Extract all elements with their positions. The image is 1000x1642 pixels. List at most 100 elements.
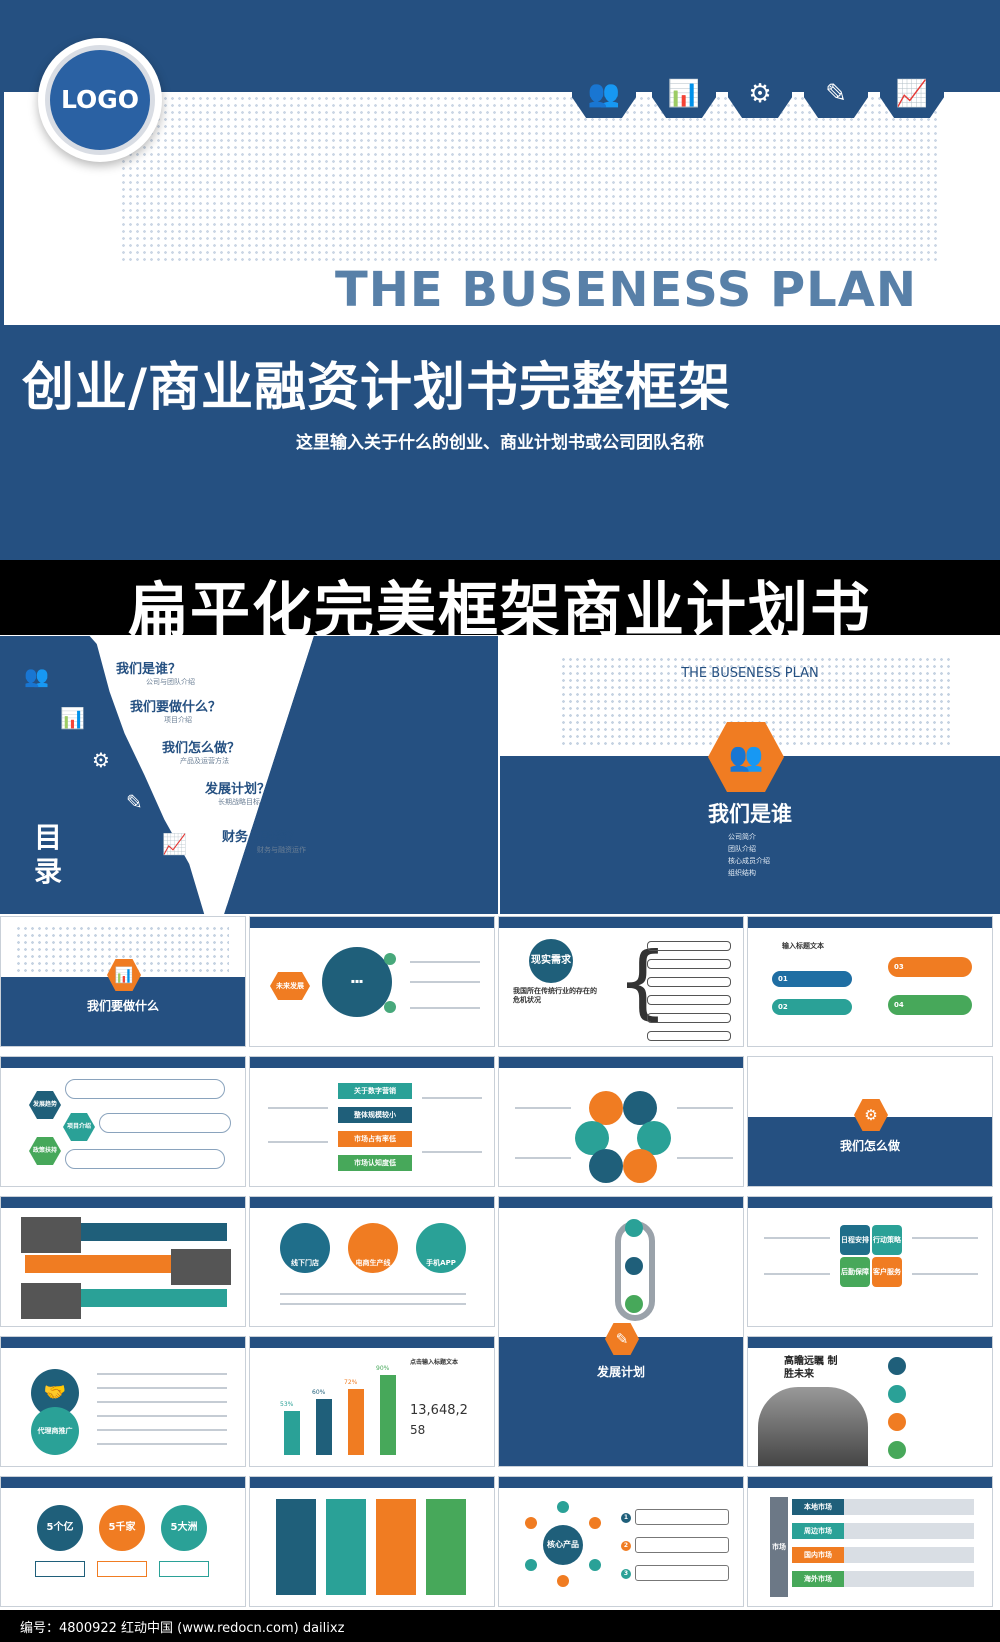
thumb-pct: 72%: [344, 1379, 358, 1386]
thumb-section-title: 我们怎么做: [839, 1139, 900, 1153]
thumb-num: 01: [772, 971, 852, 987]
who-item: 公司简介: [728, 833, 756, 841]
thumb-section-title: 我们要做什么: [86, 999, 159, 1013]
toc-item-plan-sub: 长期战略目标: [218, 798, 260, 806]
slide-thumb-petals[interactable]: [498, 1056, 744, 1187]
thumb-small-number: 58: [410, 1423, 426, 1437]
plan-title: THE BUSENESS PLAN: [335, 262, 918, 318]
who-section-title: 我们是谁: [708, 802, 792, 826]
thumb-channel: 手机APP: [416, 1223, 466, 1273]
toc-slide: 👥 📊 ⚙ ✎ 📈 我们是谁？ 公司与团队介绍 我们要做什么？ 项目介绍 我们怎…: [0, 636, 498, 914]
banner-text: 扁平化完美框架商业计划书: [128, 576, 872, 646]
left-edge: [0, 0, 4, 560]
who-item: 核心成员介绍: [728, 857, 770, 865]
slide-thumb-banners[interactable]: [249, 1476, 495, 1607]
thumb-label: 输入标题文本: [782, 942, 824, 950]
thumb-hex: 项目介绍: [63, 1113, 95, 1141]
growth-chart-icon: 📈: [162, 832, 187, 856]
thumb-big-number: 13,648,2: [410, 1403, 468, 1418]
thumb-core-num: 2: [621, 1541, 631, 1551]
thumb-pct: 90%: [376, 1365, 390, 1372]
toc-item-how[interactable]: 我们怎么做？: [162, 741, 241, 756]
thumb-scale: 5个亿: [37, 1505, 83, 1551]
slide-thumb-scale[interactable]: 5个亿 5千家 5大洲: [0, 1476, 246, 1607]
thumb-core-num: 1: [621, 1513, 631, 1523]
slide-thumb-how[interactable]: ⚙ 我们怎么做: [747, 1056, 993, 1187]
thumb-num: 03: [888, 957, 972, 977]
toc-item-what-sub: 项目介绍: [164, 716, 192, 724]
thumb-arrow: 市场认知度低: [338, 1155, 412, 1171]
toc-item-what[interactable]: 我们要做什么？: [130, 700, 222, 715]
thumb-market: 本地市场: [792, 1499, 844, 1515]
toc-item-who-sub: 公司与团队介绍: [146, 678, 195, 686]
thumb-num: 04: [888, 995, 972, 1015]
toc-label: 目录: [34, 821, 63, 888]
thumb-box: 后勤保障: [840, 1257, 870, 1287]
slide-thumb-vision[interactable]: 高瞻远瞩 制胜未来: [747, 1336, 993, 1467]
document-edit-icon: ✎: [605, 1323, 639, 1355]
thumb-market: 周边市场: [792, 1523, 844, 1539]
slide-thumb-numbers[interactable]: 输入标题文本 01 02 03 04: [747, 916, 993, 1047]
thumb-channel: 电商生产线: [348, 1223, 398, 1273]
logo-ring: LOGO: [45, 45, 155, 155]
presentation-icon: 📊: [60, 706, 85, 730]
gear-person-icon: ⚙: [854, 1099, 888, 1131]
logo-text: LOGO: [60, 85, 140, 114]
gear-person-icon: ⚙: [728, 72, 792, 118]
who-plan-title: THE BUSENESS PLAN: [681, 666, 819, 681]
team-icon: 👥: [708, 722, 784, 792]
thumb-scale: 5大洲: [161, 1505, 207, 1551]
thumb-box: 客户服务: [872, 1257, 902, 1287]
slide-thumb-future[interactable]: ▪▪▪ 未来发展: [249, 916, 495, 1047]
slide-thumb-schedule[interactable]: 日程安排 行动策略 后勤保障 客户服务: [747, 1196, 993, 1327]
thumb-arrow: 市场占有率低: [338, 1131, 412, 1147]
banner: 扁平化完美框架商业计划书: [0, 560, 1000, 646]
thumb-need-title: 现实需求: [529, 939, 573, 983]
thumb-box: 行动策略: [872, 1225, 902, 1255]
document-edit-icon: ✎: [126, 790, 143, 814]
thumb-core-num: 3: [621, 1569, 631, 1579]
thumb-core-label: 核心产品: [543, 1525, 583, 1565]
slide-thumb-markets[interactable]: 市场 本地市场 周边市场 国内市场 海外市场: [747, 1476, 993, 1607]
who-item: 团队介绍: [728, 845, 756, 853]
slide-thumb-arrows[interactable]: 关于数字营销 整体规模较小 市场占有率低 市场认知度低: [249, 1056, 495, 1187]
slide-thumb-channels[interactable]: 线下门店 电商生产线 手机APP: [249, 1196, 495, 1327]
thumb-hex: 政策扶持: [29, 1137, 61, 1165]
thumb-pct: 53%: [280, 1401, 294, 1408]
team-icon: 👥: [572, 72, 636, 118]
thumb-agent-label: 代理商推广: [31, 1407, 79, 1455]
thumb-need-text: 我国所在传统行业的存在的危机状况: [513, 987, 597, 1004]
document-edit-icon: ✎: [804, 72, 868, 118]
toc-item-finance[interactable]: 财务与融资？: [222, 830, 301, 845]
toc-item-who[interactable]: 我们是谁？: [116, 662, 182, 677]
who-item: 组织结构: [728, 869, 756, 877]
thumb-num: 02: [772, 999, 852, 1015]
slide-thumb-what[interactable]: 📊 我们要做什么: [0, 916, 246, 1047]
thumb-market-side: 市场: [770, 1497, 788, 1597]
slide-thumb-photos[interactable]: [0, 1196, 246, 1327]
slide-thumb-bars[interactable]: 53% 60% 72% 90% 点击输入标题文本 13,648,2 58: [249, 1336, 495, 1467]
thumb-arrow: 关于数字营销: [338, 1083, 412, 1099]
gear-person-icon: ⚙: [92, 748, 110, 772]
thumb-market: 海外市场: [792, 1571, 844, 1587]
thumb-chart-label: 点击输入标题文本: [410, 1359, 459, 1366]
toc-item-how-sub: 产品及运营方法: [180, 757, 229, 765]
growth-chart-icon: 📈: [880, 72, 944, 118]
toc-item-plan[interactable]: 发展计划？: [205, 782, 271, 797]
toc-item-finance-sub: 财务与融资运作: [257, 846, 306, 854]
thumb-box: 日程安排: [840, 1225, 870, 1255]
slide-thumb-plan[interactable]: ✎ 发展计划: [498, 1196, 744, 1467]
logo-badge: LOGO: [38, 38, 162, 162]
thumb-scale: 5千家: [99, 1505, 145, 1551]
slide-thumb-agent[interactable]: 🤝 代理商推广: [0, 1336, 246, 1467]
thumb-market: 国内市场: [792, 1547, 844, 1563]
watermark-footer: 编号：4800922 红动中国 (www.redocn.com) dailixz: [0, 1610, 1000, 1642]
thumb-arrow: 整体规模较小: [338, 1107, 412, 1123]
slide-thumb-need[interactable]: 现实需求 我国所在传统行业的存在的危机状况 {: [498, 916, 744, 1047]
thumb-section-title: 发展计划: [596, 1365, 645, 1379]
world-map-dots: [120, 95, 940, 265]
thumb-vision-title: 高瞻远瞩 制胜未来: [784, 1356, 838, 1380]
slide-thumb-hex[interactable]: 发展趋势 项目介绍 政策扶持: [0, 1056, 246, 1187]
slide-thumb-core[interactable]: 核心产品 1 2 3: [498, 1476, 744, 1607]
thumb-channel: 线下门店: [280, 1223, 330, 1273]
